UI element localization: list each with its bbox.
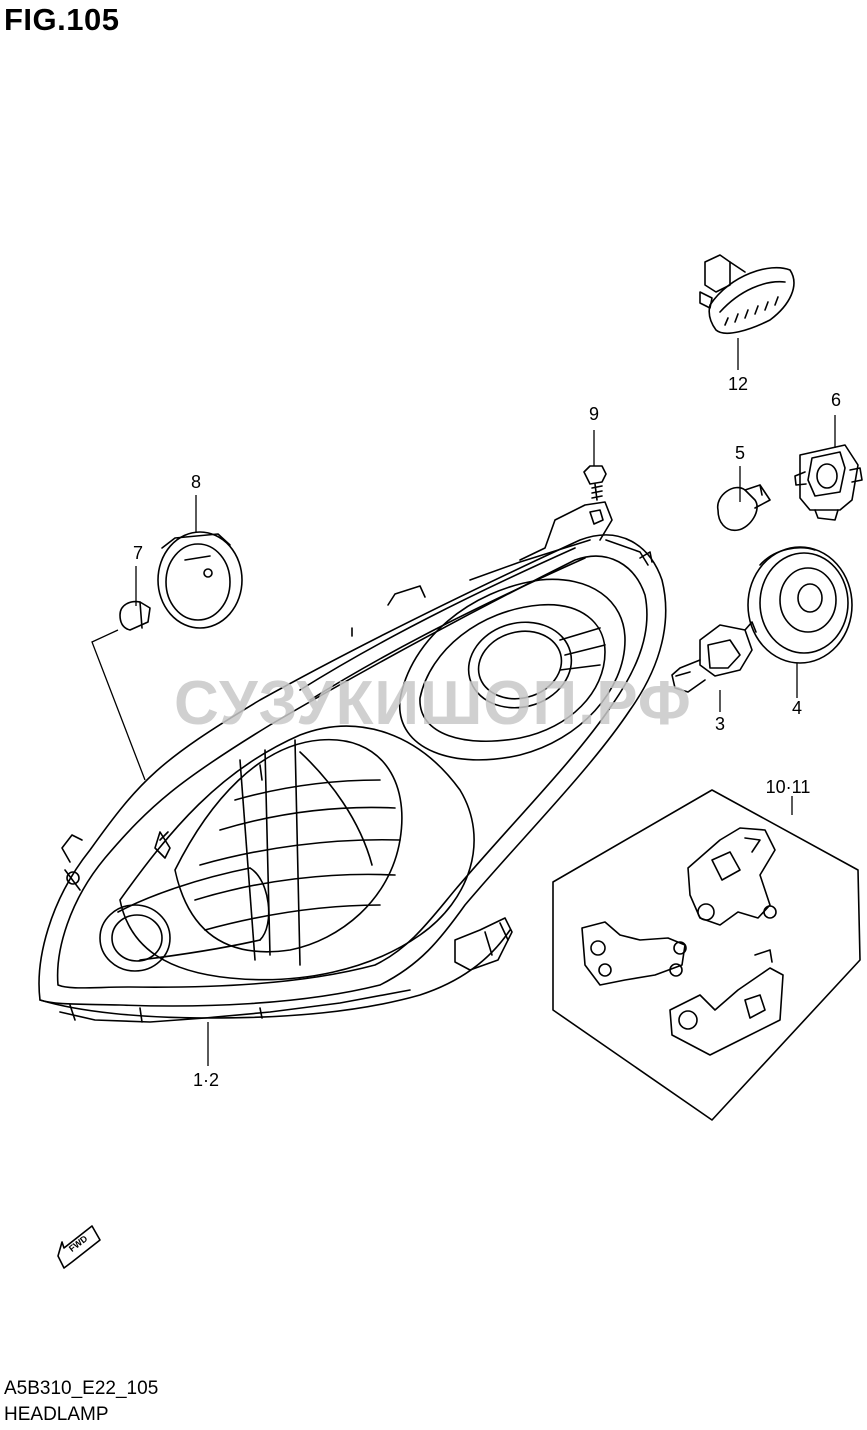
callout-10-11: 10·11 <box>766 777 811 797</box>
fwd-arrow-icon <box>57 1225 101 1269</box>
headlamp-housing <box>38 501 667 1023</box>
figure-title: FIG.105 <box>4 2 120 37</box>
dust-cap-small <box>157 531 243 629</box>
side-bulb <box>717 484 771 532</box>
figure-code: A5B310_E22_105 <box>4 1378 159 1399</box>
figure-name: HEADLAMP <box>4 1404 109 1425</box>
callout-1-2: 1·2 <box>193 1070 219 1090</box>
bulb-socket <box>794 444 863 521</box>
callout-9: 9 <box>589 404 599 424</box>
watermark: СУЗУКИШОП.РФ <box>174 669 692 738</box>
callout-labels: 12 9 6 5 8 7 3 4 10·11 1·2 FWD <box>67 374 841 1254</box>
side-marker-lamp <box>699 254 795 335</box>
callout-6: 6 <box>831 390 841 410</box>
position-bulb <box>119 600 151 631</box>
callout-3: 3 <box>715 714 725 734</box>
bracket-kit <box>552 789 861 1121</box>
callout-12: 12 <box>728 374 748 394</box>
callout-4: 4 <box>792 698 802 718</box>
leader-lines <box>91 338 836 1066</box>
callout-5: 5 <box>735 443 745 463</box>
headlight-bulb <box>671 621 757 693</box>
callout-7: 7 <box>133 543 143 563</box>
mounting-screw <box>583 465 607 501</box>
dust-cap-large <box>747 546 853 664</box>
callout-8: 8 <box>191 472 201 492</box>
